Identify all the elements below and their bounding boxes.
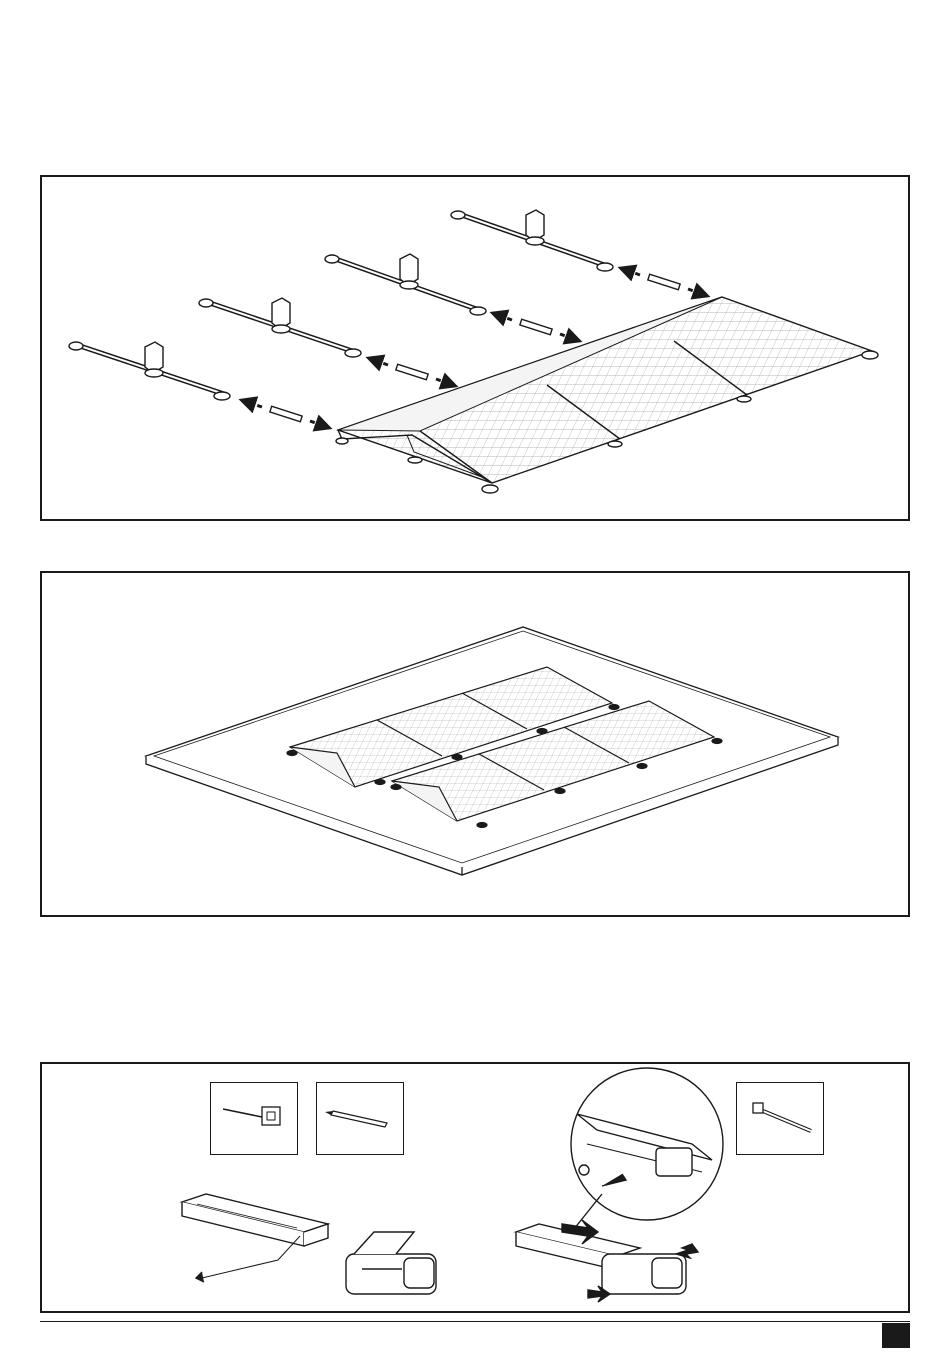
connector-assembly-illustration (42, 1064, 908, 1311)
rail-assembly-illustration (42, 177, 908, 519)
array-overview-illustration (42, 573, 908, 915)
detail-zoom (562, 1068, 723, 1244)
footer-rule (40, 1321, 910, 1322)
rail-tube-assembled (516, 1220, 698, 1302)
rail-assembly-3 (325, 254, 486, 315)
figure-connector-assembly (40, 1062, 910, 1313)
rail-assembly-1 (69, 342, 230, 400)
figure-array-overview (40, 571, 910, 917)
page-marker (882, 1323, 910, 1348)
rail-assembly-4 (451, 210, 613, 271)
rail-assembly-2 (199, 298, 361, 357)
rail-tube-measure (182, 1194, 328, 1282)
solar-array (336, 297, 878, 493)
figure-rail-assembly (40, 175, 910, 521)
connector-left (346, 1232, 436, 1294)
